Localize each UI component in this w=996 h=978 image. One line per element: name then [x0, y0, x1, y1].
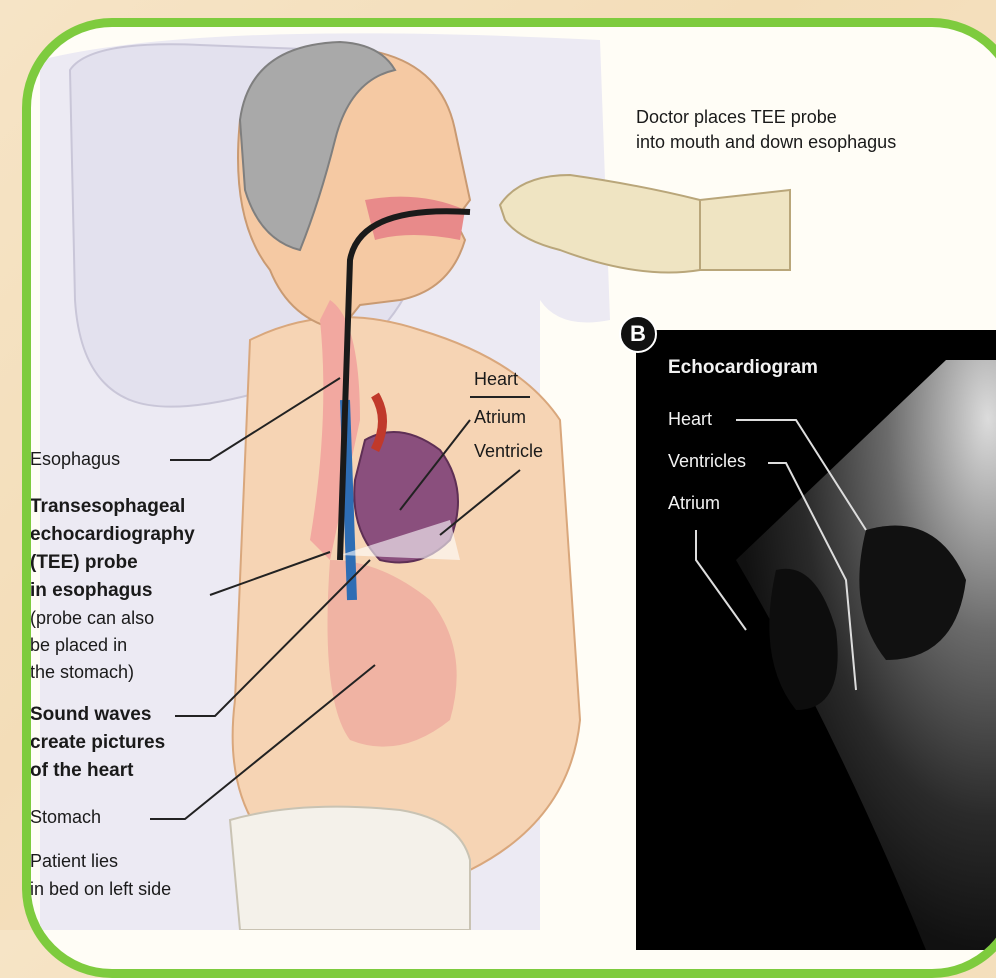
label-tee-line2: echocardiography	[30, 525, 195, 545]
figure-frame: Doctor places TEE probe into mouth and d…	[22, 18, 996, 978]
echocardiogram-panel: Echocardiogram Heart Ventricles Atrium	[636, 330, 996, 950]
label-sound-line2: create pictures	[30, 733, 165, 753]
echo-label-heart: Heart	[668, 410, 712, 429]
glove-cuff	[700, 190, 790, 270]
label-patient-line2: in bed on left side	[30, 880, 171, 899]
echo-title: Echocardiogram	[668, 358, 818, 378]
label-tee-line1: Transesophageal	[30, 497, 185, 517]
label-sound-line1: Sound waves	[30, 705, 151, 725]
caption-line-1: Doctor places TEE probe	[636, 108, 837, 127]
label-atrium: Atrium	[474, 408, 526, 427]
label-sound-line3: of the heart	[30, 761, 133, 781]
label-tee-note2: be placed in	[30, 636, 127, 655]
label-ventricle: Ventricle	[474, 442, 543, 461]
blanket	[230, 807, 470, 930]
label-tee-line4: in esophagus	[30, 581, 152, 601]
echo-label-atrium: Atrium	[668, 494, 720, 513]
label-tee-line3: (TEE) probe	[30, 553, 138, 573]
label-patient-line1: Patient lies	[30, 852, 118, 871]
label-stomach: Stomach	[30, 808, 101, 827]
echo-label-ventricles: Ventricles	[668, 452, 746, 471]
panel-b-badge: B	[619, 315, 657, 353]
label-tee-note1: (probe can also	[30, 609, 154, 628]
caption-line-2: into mouth and down esophagus	[636, 133, 896, 152]
label-esophagus: Esophagus	[30, 450, 120, 469]
label-heart: Heart	[474, 370, 518, 389]
label-tee-note3: the stomach)	[30, 663, 134, 682]
